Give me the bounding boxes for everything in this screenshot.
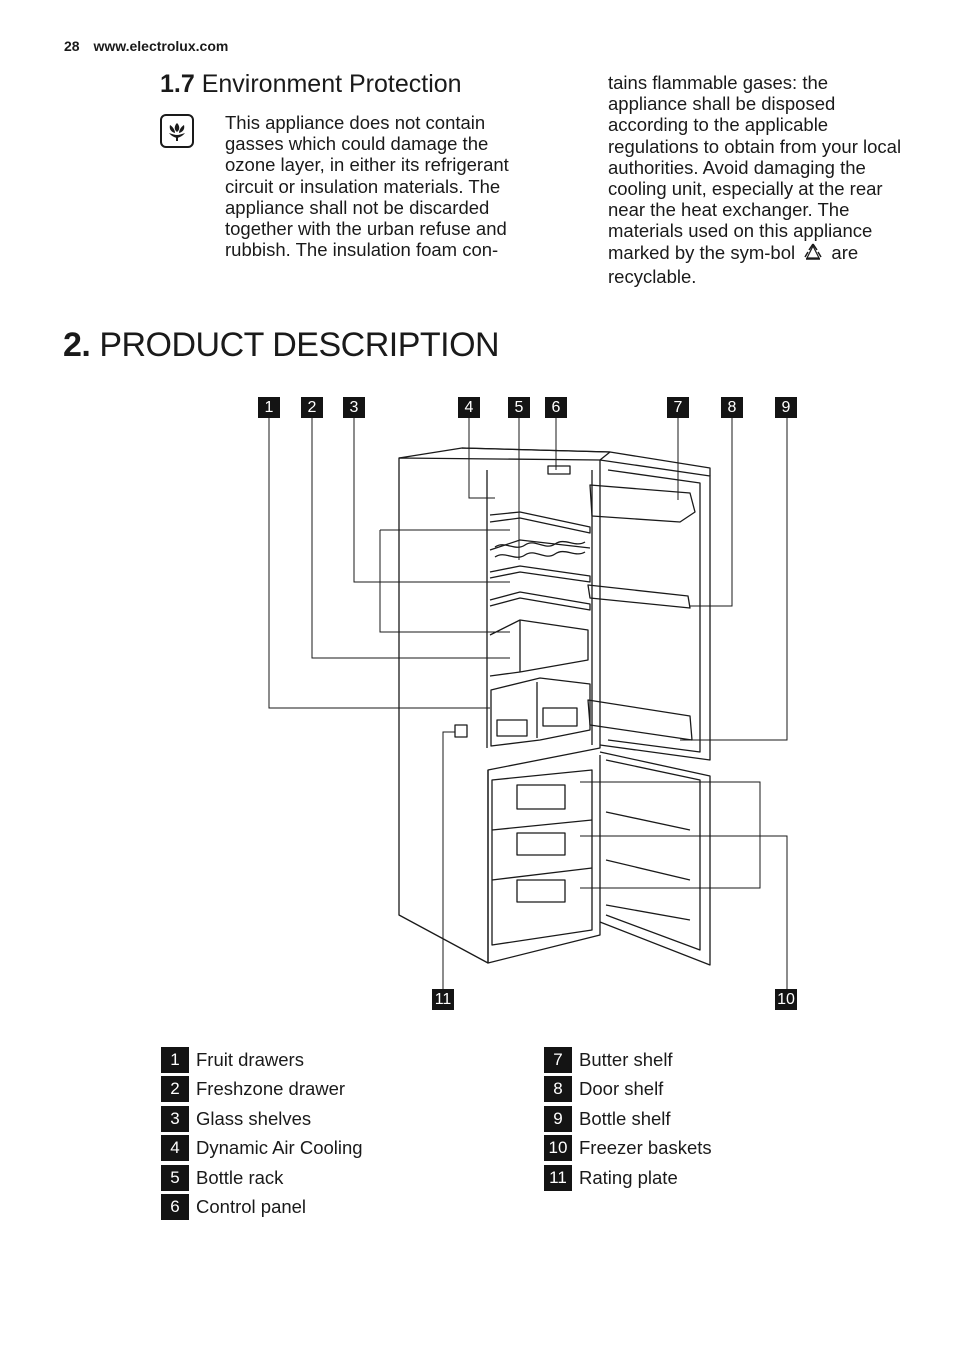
legend-left-column: 1 Fruit drawers 2 Freshzone drawer 3 Gla… xyxy=(161,1047,363,1223)
environment-paragraph-right-part1: tains flammable gases: the appliance sha… xyxy=(608,72,902,263)
legend-item: 11 Rating plate xyxy=(544,1164,712,1191)
environment-paragraph-right-part2: are recyclable. xyxy=(608,241,859,287)
callout-5: 5 xyxy=(508,397,530,418)
callout-11: 11 xyxy=(432,989,454,1010)
legend-number: 5 xyxy=(161,1164,189,1191)
legend-number: 2 xyxy=(161,1076,189,1103)
legend-number: 3 xyxy=(161,1105,189,1132)
recycle-icon xyxy=(802,242,824,266)
legend-label: Bottle shelf xyxy=(579,1107,671,1129)
legend-number: 9 xyxy=(544,1105,572,1132)
section-title-text: Environment Protection xyxy=(201,70,462,98)
legend-item: 8 Door shelf xyxy=(544,1076,712,1103)
legend-label: Door shelf xyxy=(579,1078,664,1100)
callout-1: 1 xyxy=(258,397,280,418)
legend-label: Rating plate xyxy=(579,1166,678,1188)
legend-item: 7 Butter shelf xyxy=(544,1047,712,1073)
section-title-environment: 1.7 Environment Protection xyxy=(160,70,462,99)
section-number: 1.7 xyxy=(160,70,195,98)
legend-item: 3 Glass shelves xyxy=(161,1105,363,1132)
callout-6: 6 xyxy=(545,397,567,418)
legend-number: 7 xyxy=(544,1047,572,1073)
legend-item: 10 Freezer baskets xyxy=(544,1135,712,1162)
legend-number: 11 xyxy=(544,1164,572,1191)
legend-item: 5 Bottle rack xyxy=(161,1164,363,1191)
environment-flower-icon xyxy=(160,114,194,148)
legend-item: 9 Bottle shelf xyxy=(544,1105,712,1132)
chapter-number: 2. xyxy=(63,326,91,364)
legend-item: 1 Fruit drawers xyxy=(161,1047,363,1073)
chapter-title: PRODUCT DESCRIPTION xyxy=(99,326,500,364)
legend-label: Bottle rack xyxy=(196,1166,284,1188)
callout-8: 8 xyxy=(721,397,743,418)
environment-paragraph-left: This appliance does not contain gasses w… xyxy=(225,112,509,261)
environment-paragraph-right: tains flammable gases: the appliance sha… xyxy=(608,72,908,287)
callout-2: 2 xyxy=(301,397,323,418)
page-number: 28 xyxy=(64,38,80,54)
legend-label: Control panel xyxy=(196,1195,307,1217)
callout-10: 10 xyxy=(775,989,797,1010)
legend-label: Fruit drawers xyxy=(196,1049,304,1070)
legend-number: 1 xyxy=(161,1047,189,1073)
legend-number: 4 xyxy=(161,1135,189,1162)
legend-number: 8 xyxy=(544,1076,572,1103)
legend-item: 6 Control panel xyxy=(161,1193,363,1220)
legend-label: Freezer baskets xyxy=(579,1137,712,1159)
legend-number: 10 xyxy=(544,1135,572,1162)
website-link[interactable]: www.electrolux.com xyxy=(93,38,229,54)
legend-label: Butter shelf xyxy=(579,1049,673,1070)
legend-label: Glass shelves xyxy=(196,1107,312,1129)
callout-4: 4 xyxy=(458,397,480,418)
legend-label: Dynamic Air Cooling xyxy=(196,1137,363,1159)
page-header: 28 www.electrolux.com xyxy=(64,38,228,54)
legend-number: 6 xyxy=(161,1193,189,1220)
product-description-heading: 2. PRODUCT DESCRIPTION xyxy=(63,326,500,365)
legend-item: 2 Freshzone drawer xyxy=(161,1076,363,1103)
legend-label: Freshzone drawer xyxy=(196,1078,346,1100)
callout-7: 7 xyxy=(667,397,689,418)
callout-9: 9 xyxy=(775,397,797,418)
callout-3: 3 xyxy=(343,397,365,418)
legend-right-column: 7 Butter shelf 8 Door shelf 9 Bottle she… xyxy=(544,1047,712,1194)
legend-item: 4 Dynamic Air Cooling xyxy=(161,1135,363,1162)
